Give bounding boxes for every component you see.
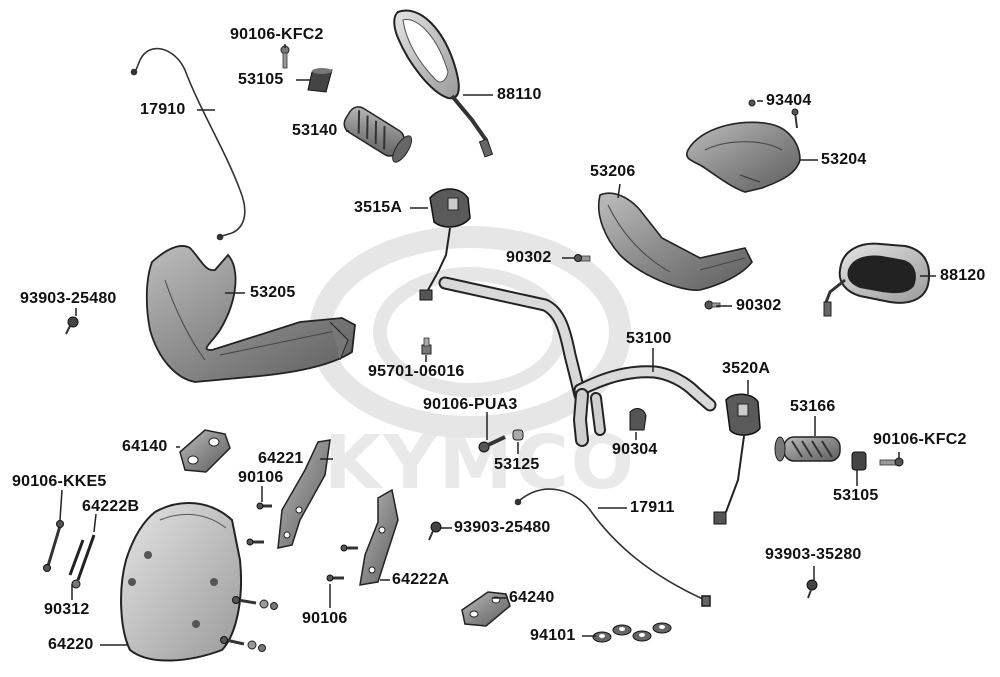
label-90312: 90312	[44, 601, 90, 618]
cover-53206	[597, 192, 753, 291]
bolt-95701-06016	[421, 337, 432, 355]
bolt-90106-kfc2-right	[879, 457, 904, 467]
grip-53166	[774, 436, 841, 462]
label-93903-35280: 93903-35280	[765, 546, 862, 563]
washers-94101	[592, 622, 672, 643]
switch-3520a	[713, 393, 761, 525]
screw-93903-25480-mid	[428, 521, 442, 541]
leader-lines	[59, 44, 936, 646]
switch-3515a	[419, 188, 471, 301]
handlebar-53100	[438, 276, 717, 447]
screw-90302-left	[574, 254, 591, 262]
label-53206: 53206	[590, 163, 636, 180]
label-3515a: 3515A	[354, 199, 403, 216]
label-3520a: 3520A	[722, 360, 771, 377]
rods-64222b	[68, 534, 96, 589]
label-93903-25480-mid: 93903-25480	[454, 519, 551, 536]
screw-90302-right	[704, 300, 721, 310]
label-64222a: 64222A	[392, 571, 450, 588]
bracket-64222a	[359, 488, 399, 586]
label-17910: 17910	[140, 101, 186, 118]
bolt-90106-kfc2-top	[280, 45, 290, 69]
label-53125: 53125	[494, 456, 540, 473]
label-90106-pua3: 90106-PUA3	[423, 396, 518, 413]
label-90106-kke5: 90106-KKE5	[12, 473, 107, 490]
label-90106-kfc2-top: 90106-KFC2	[230, 26, 324, 43]
bolts-90106-b	[326, 544, 358, 582]
cable-17911	[514, 488, 711, 607]
bracket-64140	[179, 429, 231, 473]
label-88110: 88110	[497, 86, 542, 103]
label-90106-a: 90106	[238, 469, 284, 486]
label-64221: 64221	[258, 450, 304, 467]
label-53140: 53140	[292, 122, 338, 139]
windscreen-64220	[120, 502, 243, 662]
screw-93903-25480-left	[65, 316, 79, 335]
collar-53125	[512, 429, 524, 441]
label-53205: 53205	[250, 284, 296, 301]
grip-53140	[343, 106, 413, 163]
label-88120: 88120	[940, 267, 986, 284]
label-64222b: 64222B	[82, 498, 140, 515]
bolts-90106-kke5	[43, 520, 64, 572]
sleeve-53105-top	[307, 68, 333, 93]
cover-53204	[685, 121, 801, 193]
label-93404: 93404	[766, 92, 812, 109]
sleeve-53105-right	[851, 451, 867, 471]
label-17911: 17911	[630, 499, 675, 516]
label-90302-left: 90302	[506, 249, 552, 266]
label-94101: 94101	[530, 627, 576, 644]
windscreen-bolts	[220, 596, 278, 652]
label-64220: 64220	[48, 636, 94, 653]
screw-93903-35280	[806, 579, 818, 599]
label-90106-b: 90106	[302, 610, 348, 627]
cover-53205	[145, 245, 356, 383]
nut-90304	[629, 408, 647, 431]
label-90106-kfc2-right: 90106-KFC2	[873, 431, 967, 448]
mirror-88110	[393, 9, 494, 158]
label-53166: 53166	[790, 398, 836, 415]
label-95701-06016: 95701-06016	[368, 363, 465, 380]
bolt-90106-pua3	[478, 435, 506, 453]
label-53204: 53204	[821, 151, 867, 168]
label-64240: 64240	[509, 589, 555, 606]
mirror-88120	[823, 242, 930, 317]
bracket-64240	[461, 591, 511, 627]
bracket-64221	[277, 439, 331, 549]
label-93903-25480-left: 93903-25480	[20, 290, 117, 307]
throttle-cable-17910	[130, 47, 246, 241]
screw-93404	[748, 99, 799, 129]
label-53105-top: 53105	[238, 71, 284, 88]
label-53100: 53100	[626, 330, 672, 347]
label-90304: 90304	[612, 441, 658, 458]
bolts-90106-a	[246, 502, 272, 546]
label-90302-right: 90302	[736, 297, 782, 314]
label-53105-right: 53105	[833, 487, 879, 504]
label-64140: 64140	[122, 438, 168, 455]
